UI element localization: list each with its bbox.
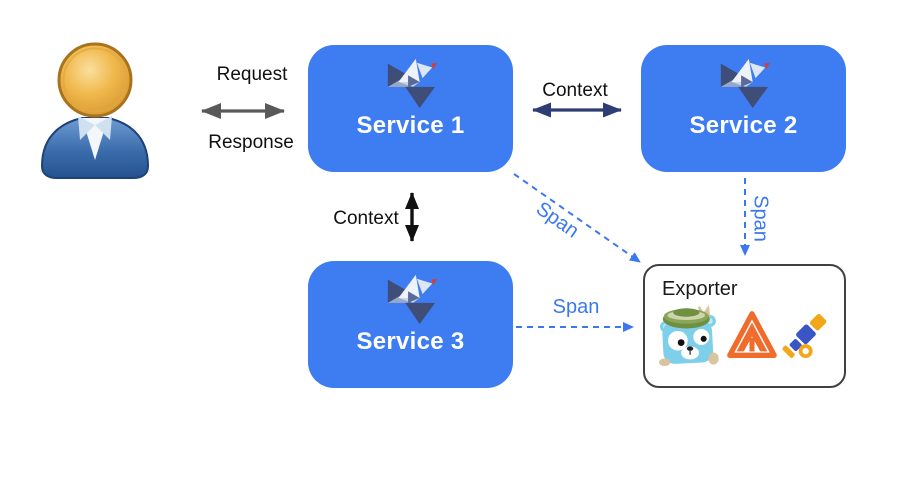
opentracing-bird-icon bbox=[387, 58, 437, 109]
exporter-node: Exporter bbox=[643, 264, 846, 388]
response-label: Response bbox=[208, 132, 294, 153]
request-label: Request bbox=[216, 64, 288, 85]
context-label-left: Context bbox=[333, 208, 399, 229]
exporter-icons-row bbox=[645, 305, 844, 367]
span-label-service2: Span bbox=[749, 195, 772, 242]
triangle-arrow-logo-icon bbox=[726, 311, 777, 358]
opentracing-bird-icon bbox=[720, 58, 770, 109]
span-label-service3: Span bbox=[552, 296, 600, 318]
service1-label: Service 1 bbox=[356, 112, 465, 139]
jaeger-gopher-icon bbox=[659, 305, 719, 367]
user-person-icon bbox=[40, 42, 150, 179]
context-label-top: Context bbox=[542, 80, 608, 101]
service2-node: Service 2 bbox=[641, 45, 846, 172]
service2-label: Service 2 bbox=[689, 112, 798, 139]
service3-node: Service 3 bbox=[308, 261, 513, 388]
exporter-label: Exporter bbox=[662, 278, 738, 300]
opentracing-bird-icon bbox=[387, 274, 437, 325]
telescope-icon bbox=[782, 313, 827, 359]
service1-node: Service 1 bbox=[308, 45, 513, 172]
service3-label: Service 3 bbox=[356, 328, 465, 355]
span-arrow-service1 bbox=[513, 173, 641, 263]
